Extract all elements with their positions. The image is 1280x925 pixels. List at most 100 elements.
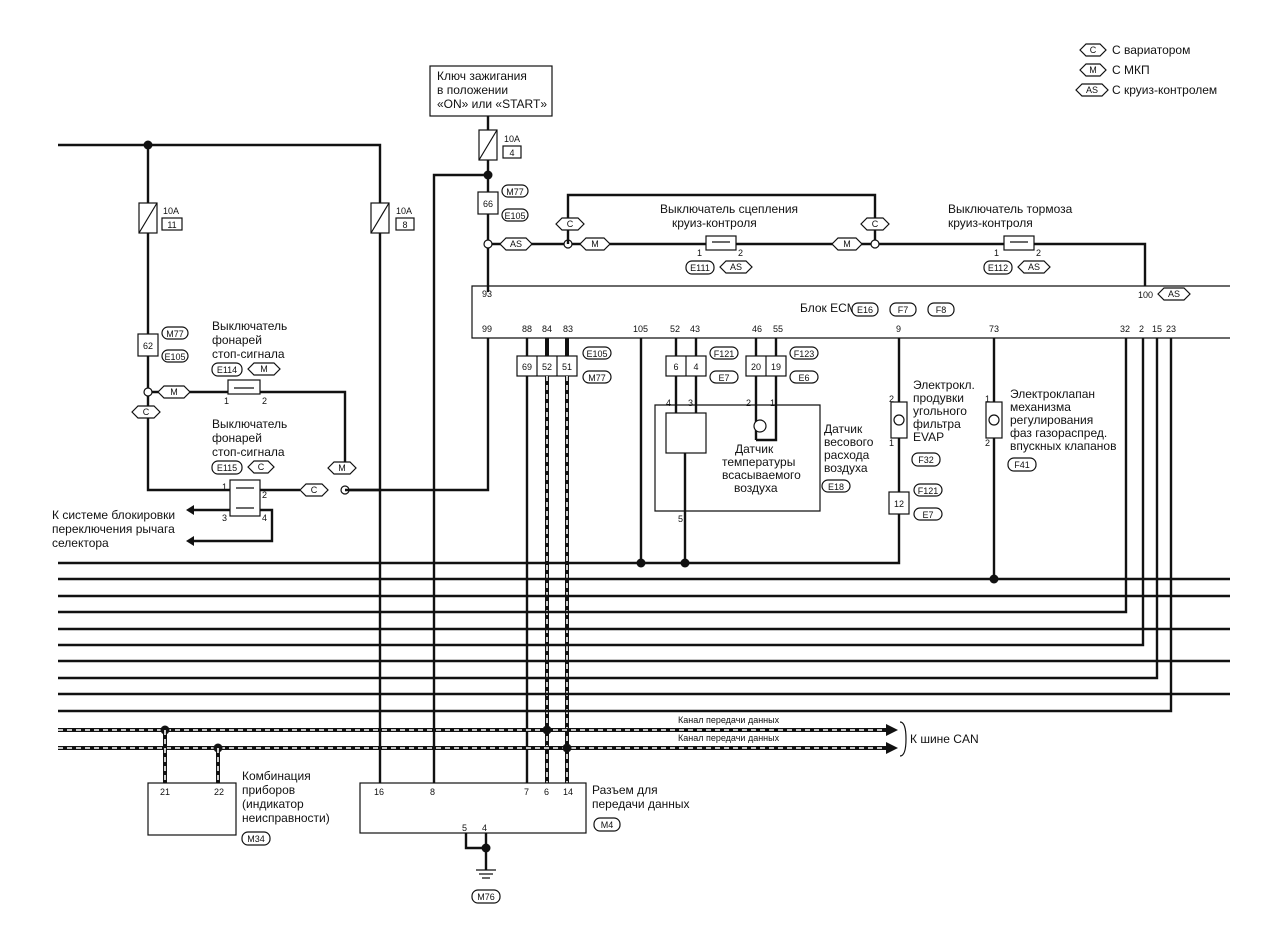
- svg-text:Выключатель: Выключатель: [212, 417, 287, 431]
- svg-text:E16: E16: [857, 305, 873, 315]
- fuse-left: 10A 11: [138, 202, 183, 234]
- svg-text:16: 16: [374, 787, 384, 797]
- svg-text:52: 52: [542, 362, 552, 372]
- svg-text:Канал передачи данных: Канал передачи данных: [678, 733, 780, 743]
- svg-text:фонарей: фонарей: [212, 431, 262, 445]
- svg-text:Выключатель сцепления: Выключатель сцепления: [660, 202, 798, 216]
- svg-text:2: 2: [1036, 248, 1041, 258]
- svg-text:10A: 10A: [396, 206, 412, 216]
- svg-text:2: 2: [889, 394, 894, 404]
- svg-text:69: 69: [522, 362, 532, 372]
- svg-text:фаз газораспред.: фаз газораспред.: [1010, 426, 1107, 440]
- legend-text-mt: С МКП: [1112, 63, 1150, 77]
- svg-text:продувки: продувки: [913, 391, 964, 405]
- svg-text:E114: E114: [217, 365, 237, 375]
- svg-text:селектора: селектора: [52, 536, 109, 550]
- svg-text:M: M: [260, 364, 268, 374]
- svg-text:Выключатель: Выключатель: [212, 319, 287, 333]
- svg-text:6: 6: [544, 787, 549, 797]
- svg-text:M: M: [843, 239, 851, 249]
- svg-text:E6: E6: [798, 373, 809, 383]
- svg-text:73: 73: [989, 324, 999, 334]
- fuse-right: 10A 8: [370, 202, 415, 234]
- ignition-switch: Ключ зажигания в положении «ON» или «STA…: [429, 65, 553, 117]
- svg-text:83: 83: [563, 324, 573, 334]
- svg-text:Канал передачи данных: Канал передачи данных: [678, 715, 780, 725]
- svg-text:6: 6: [673, 362, 678, 372]
- svg-text:22: 22: [214, 787, 224, 797]
- svg-text:3: 3: [222, 513, 227, 523]
- svg-text:стоп-сигнала: стоп-сигнала: [212, 347, 285, 361]
- svg-text:C: C: [872, 219, 879, 229]
- svg-text:11: 11: [167, 220, 176, 230]
- svg-text:E7: E7: [922, 510, 933, 520]
- svg-text:4: 4: [482, 823, 487, 833]
- svg-text:C: C: [567, 219, 574, 229]
- svg-text:2: 2: [738, 248, 743, 258]
- svg-text:99: 99: [482, 324, 492, 334]
- svg-text:AS: AS: [730, 262, 742, 272]
- svg-text:C: C: [311, 485, 318, 495]
- svg-text:46: 46: [752, 324, 762, 334]
- svg-text:круиз-контроля: круиз-контроля: [672, 216, 757, 230]
- svg-text:88: 88: [522, 324, 532, 334]
- legend-text-cvt: С вариатором: [1112, 43, 1190, 57]
- svg-text:F123: F123: [794, 349, 815, 359]
- interlock-label: К системе блокировки переключения рычага…: [52, 508, 175, 550]
- svg-text:всасываемого: всасываемого: [722, 468, 801, 482]
- svg-text:M: M: [591, 239, 599, 249]
- svg-text:21: 21: [160, 787, 170, 797]
- svg-text:стоп-сигнала: стоп-сигнала: [212, 445, 285, 459]
- svg-text:F8: F8: [936, 305, 947, 315]
- svg-text:Комбинация: Комбинация: [242, 769, 311, 783]
- svg-text:расхода: расхода: [824, 448, 870, 462]
- svg-text:F7: F7: [898, 305, 909, 315]
- svg-text:воздуха: воздуха: [824, 461, 868, 475]
- maf-iat-sensor: 6 4 F121 E7 4 3 5 20 19 F123 E6 2 1 Датч…: [654, 338, 874, 563]
- svg-text:2: 2: [262, 490, 267, 500]
- svg-text:AS: AS: [1168, 289, 1180, 299]
- svg-text:Датчик: Датчик: [824, 422, 863, 436]
- svg-text:EVAP: EVAP: [913, 430, 944, 444]
- legend: C С вариатором M С МКП AS С круиз-контро…: [1075, 43, 1217, 97]
- svg-text:1: 1: [697, 248, 702, 258]
- svg-text:M76: M76: [477, 892, 495, 902]
- svg-text:«ON» или «START»: «ON» или «START»: [437, 97, 547, 111]
- svg-text:62: 62: [143, 341, 153, 351]
- brake-cruise-switch: Выключатель тормоза круиз-контроля 1 2 E…: [948, 202, 1073, 275]
- svg-text:К шине CAN: К шине CAN: [910, 732, 979, 746]
- svg-text:23: 23: [1166, 324, 1176, 334]
- svg-text:4: 4: [693, 362, 698, 372]
- svg-text:Электроклапан: Электроклапан: [1010, 387, 1095, 401]
- svg-text:F41: F41: [1014, 460, 1030, 470]
- svg-text:весового: весового: [824, 435, 874, 449]
- svg-text:AS: AS: [510, 239, 522, 249]
- svg-text:Датчик: Датчик: [735, 442, 774, 456]
- svg-text:механизма: механизма: [1010, 400, 1071, 414]
- svg-text:14: 14: [563, 787, 573, 797]
- svg-text:Разъем для: Разъем для: [592, 783, 658, 797]
- can-bus: Канал передачи данных Канал передачи дан…: [58, 715, 979, 757]
- clutch-cruise-switch: Выключатель сцепления круиз-контроля 1 2…: [660, 202, 798, 275]
- svg-text:C: C: [143, 407, 150, 417]
- svg-text:приборов: приборов: [242, 783, 295, 797]
- svg-text:8: 8: [402, 220, 407, 230]
- svg-text:(индикатор: (индикатор: [242, 797, 304, 811]
- legend-code-as: AS: [1086, 85, 1098, 95]
- svg-text:93: 93: [482, 289, 492, 299]
- legend-code-c: C: [1090, 45, 1097, 55]
- svg-text:регулирования: регулирования: [1010, 413, 1093, 427]
- svg-text:в положении: в положении: [437, 83, 508, 97]
- svg-text:10A: 10A: [163, 206, 179, 216]
- svg-text:E105: E105: [504, 211, 525, 221]
- svg-text:7: 7: [524, 787, 529, 797]
- svg-text:20: 20: [751, 362, 761, 372]
- stop-lamp-switch-mt: Выключатель фонарей стоп-сигнала E114 M …: [148, 319, 347, 465]
- svg-text:105: 105: [633, 324, 648, 334]
- svg-text:4: 4: [666, 398, 671, 408]
- svg-text:переключения рычага: переключения рычага: [52, 522, 175, 536]
- svg-text:M77: M77: [506, 187, 524, 197]
- data-link-connector: 16 8 7 6 14 Разъем для передачи данных M…: [359, 782, 690, 904]
- svg-text:51: 51: [562, 362, 572, 372]
